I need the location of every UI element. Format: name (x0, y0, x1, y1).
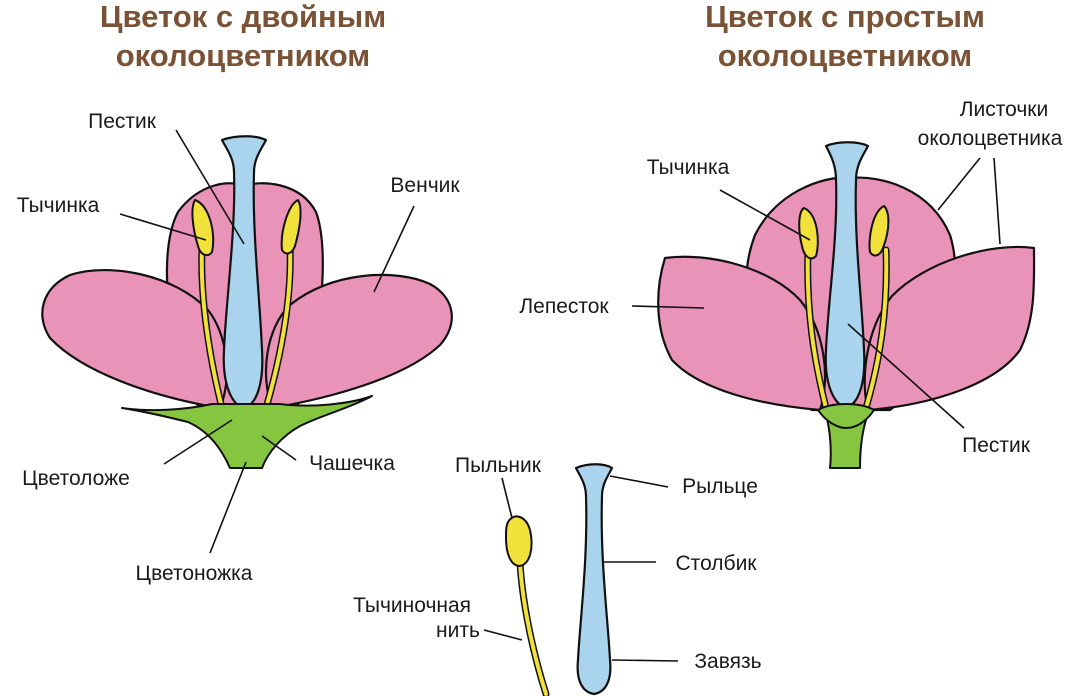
left-petal (41, 269, 228, 410)
detail-parts (505, 463, 614, 696)
label-pistil-double: Пестик (88, 110, 157, 133)
simple-flower (657, 141, 1036, 469)
heading-double-line1: Цветок с двойным (100, 0, 386, 34)
label-calyx: Чашечка (309, 452, 395, 475)
detail-pistil (574, 463, 614, 696)
double-flower (41, 135, 453, 469)
label-filament-line2: нить (436, 619, 480, 642)
label-stigma: Рыльце (682, 475, 758, 498)
left-tepal (657, 255, 827, 412)
simple-pistil (824, 141, 870, 410)
label-pedicel: Цветоножка (136, 562, 253, 585)
label-corolla: Венчик (390, 174, 460, 197)
heading-double-line2: околоцветником (116, 38, 371, 73)
label-ovary: Завязь (694, 650, 761, 673)
detail-anther (505, 515, 533, 567)
heading-simple-line1: Цветок с простым (705, 0, 985, 34)
left-anther (191, 199, 215, 257)
label-stamen-double: Тычинка (17, 194, 100, 217)
label-pistil-simple: Пестик (962, 434, 1031, 457)
label-tepals-line2: околоцветника (918, 127, 1063, 150)
simple-left-anther (798, 207, 819, 260)
label-petal: Лепесток (519, 295, 609, 318)
right-petal (264, 273, 453, 410)
pistil-shape (220, 135, 268, 410)
label-tepals-line1: Листочки (960, 98, 1048, 121)
label-style: Столбик (676, 552, 758, 575)
label-receptacle: Цветоложе (22, 467, 130, 490)
label-anther: Пыльник (455, 454, 542, 477)
label-filament-line1: Тычиночная (353, 594, 471, 617)
right-anther (280, 199, 302, 255)
simple-receptacle (817, 403, 875, 429)
heading-simple-line2: околоцветником (718, 38, 973, 73)
label-stamen-simple: Тычинка (647, 156, 730, 179)
simple-right-anther (868, 205, 890, 257)
right-tepal (863, 245, 1036, 412)
